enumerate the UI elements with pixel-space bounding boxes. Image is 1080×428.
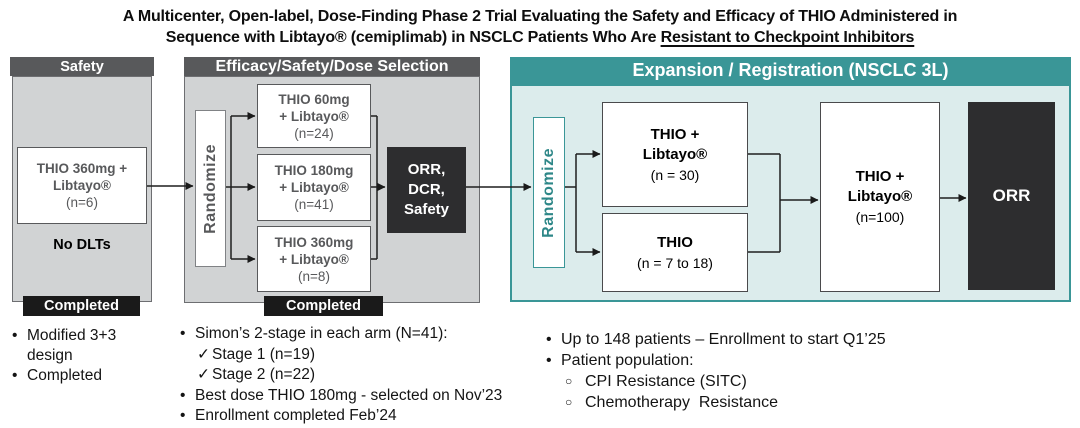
expansion-arm-combo-n: (n = 30) bbox=[650, 166, 700, 183]
list-item: •Completed bbox=[12, 367, 102, 384]
bullet-marker: • bbox=[12, 367, 18, 384]
dose-arm-180mg-n: (n=41) bbox=[294, 197, 334, 212]
expansion-continuation-line1: THIO + bbox=[855, 168, 905, 185]
safety-arm-n: (n=6) bbox=[66, 195, 98, 210]
dose-arm-360mg-line1: THIO 360mg bbox=[274, 234, 354, 250]
dose-arm-180mg-box: THIO 180mg + Libtayo® (n=41) bbox=[257, 154, 371, 221]
expansion-continuation-box: THIO + Libtayo® (n=100) bbox=[820, 102, 940, 292]
list-item: ✓Stage 2 (n=22) bbox=[180, 365, 540, 386]
bullet-marker: • bbox=[180, 407, 186, 424]
list-item: ○Chemotherapy Resistance bbox=[565, 394, 778, 411]
dose-arm-180mg-line2: + Libtayo® bbox=[279, 180, 349, 195]
safety-arm-box: THIO 360mg + Libtayo® (n=6) bbox=[17, 147, 147, 224]
dose-randomize-label: Randomize bbox=[201, 143, 219, 234]
bullet-marker: • bbox=[546, 352, 552, 369]
safety-notes-list: •Modified 3+3 design •Completed bbox=[12, 326, 144, 386]
slide-title: A Multicenter, Open-label, Dose-Finding … bbox=[0, 6, 1080, 48]
circle-bullet-marker: ○ bbox=[565, 374, 573, 388]
bullet-marker: • bbox=[180, 386, 186, 404]
list-item: ✓Stage 1 (n=19) bbox=[180, 345, 540, 366]
dose-endpoint-line1: ORR, bbox=[407, 161, 446, 178]
list-item: ○CPI Resistance (SITC) bbox=[565, 373, 747, 390]
dose-endpoint-line2: DCR, bbox=[408, 181, 445, 198]
expansion-continuation-n: (n=100) bbox=[855, 209, 905, 225]
expansion-endpoint-box: ORR bbox=[968, 102, 1055, 290]
expansion-randomize-box: Randomize bbox=[533, 117, 565, 268]
list-item: •Enrollment completed Feb’24 bbox=[180, 406, 540, 427]
dose-arm-60mg-box: THIO 60mg + Libtayo® (n=24) bbox=[257, 84, 371, 148]
dose-arm-60mg-line2: + Libtayo® bbox=[279, 108, 349, 124]
list-item: •Simon’s 2-stage in each arm (N=41): bbox=[180, 324, 540, 345]
expansion-randomize-label: Randomize bbox=[540, 147, 557, 238]
safety-completed-badge: Completed bbox=[23, 296, 140, 316]
dose-arm-360mg-line2: + Libtayo® bbox=[279, 251, 349, 267]
list-item: •Patient population: bbox=[546, 352, 694, 369]
expansion-arm-combo-box: THIO + Libtayo® (n = 30) bbox=[602, 102, 748, 207]
title-line-2: Sequence with Libtayo® (cemiplimab) in N… bbox=[0, 27, 1080, 48]
dose-arm-360mg-box: THIO 360mg + Libtayo® (n=8) bbox=[257, 226, 371, 292]
list-item: •Up to 148 patients – Enrollment to star… bbox=[546, 331, 886, 348]
dose-arm-60mg-n: (n=24) bbox=[294, 125, 334, 141]
safety-arm-line2: Libtayo® bbox=[53, 178, 111, 193]
bullet-marker: • bbox=[12, 327, 18, 344]
dose-endpoint-line3: Safety bbox=[403, 201, 450, 218]
title-line-2-plain: Sequence with Libtayo® (cemiplimab) in N… bbox=[165, 29, 661, 46]
dose-notes-list: •Simon’s 2-stage in each arm (N=41): ✓St… bbox=[180, 324, 540, 427]
expansion-arm-combo-line2: Libtayo® bbox=[642, 145, 708, 163]
dose-arm-60mg-line1: THIO 60mg bbox=[278, 91, 350, 107]
title-line-2-underlined: Resistant to Checkpoint Inhibitors bbox=[660, 29, 915, 46]
title-line-1: A Multicenter, Open-label, Dose-Finding … bbox=[122, 8, 958, 25]
dose-randomize-box: Randomize bbox=[195, 110, 226, 267]
expansion-notes-list: •Up to 148 patients – Enrollment to star… bbox=[546, 329, 1066, 413]
expansion-arm-mono-n: (n = 7 to 18) bbox=[637, 254, 713, 271]
dose-completed-badge: Completed bbox=[264, 296, 383, 316]
checkmark-icon: ✓ bbox=[197, 366, 210, 383]
dose-arm-180mg-line1: THIO 180mg bbox=[274, 163, 354, 178]
safety-section-header: Safety bbox=[10, 57, 154, 76]
list-item: •Modified 3+3 design bbox=[12, 327, 121, 364]
expansion-continuation-line2: Libtayo® bbox=[847, 188, 913, 205]
expansion-arm-combo-line1: THIO + bbox=[650, 125, 700, 143]
dose-arm-360mg-n: (n=8) bbox=[298, 268, 330, 284]
bullet-marker: • bbox=[546, 331, 552, 348]
safety-arm-line1: THIO 360mg + bbox=[36, 161, 128, 176]
checkmark-icon: ✓ bbox=[197, 345, 210, 363]
expansion-section-header: Expansion / Registration (NSCLC 3L) bbox=[510, 57, 1071, 84]
safety-no-dlts-note: No DLTs bbox=[53, 237, 111, 253]
expansion-arm-mono-box: THIO (n = 7 to 18) bbox=[602, 213, 748, 292]
dose-selection-section-header: Efficacy/Safety/Dose Selection bbox=[184, 57, 480, 76]
list-item: •Best dose THIO 180mg - selected on Nov’… bbox=[180, 386, 540, 407]
dose-endpoint-box: ORR, DCR, Safety bbox=[387, 147, 466, 233]
circle-bullet-marker: ○ bbox=[565, 395, 573, 409]
expansion-arm-mono-line1: THIO bbox=[657, 233, 693, 251]
bullet-marker: • bbox=[180, 325, 186, 342]
